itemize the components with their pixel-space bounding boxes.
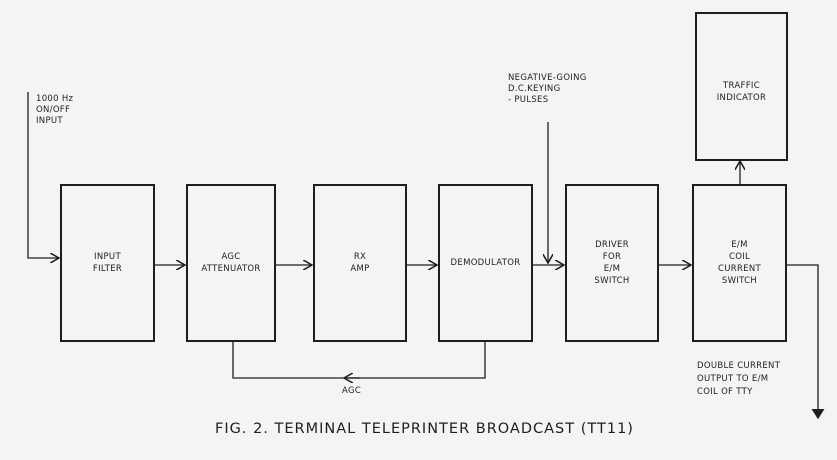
traffic-indicator-block: TRAFFIC INDICATOR xyxy=(695,12,788,161)
keying-label: NEGATIVE-GOING D.C.KEYING - PULSES xyxy=(508,73,587,105)
driver-block: DRIVER FOR E/M SWITCH xyxy=(565,184,659,342)
input-line xyxy=(27,92,59,258)
agc-label: AGC xyxy=(342,386,362,396)
agc-feedback-line xyxy=(232,342,486,379)
coil-current-switch-block: E/M COIL CURRENT SWITCH xyxy=(692,184,787,342)
output-line xyxy=(786,264,825,420)
input-label: 1000 Hz ON/OFF INPUT xyxy=(36,94,74,126)
input-filter-block: INPUT FILTER xyxy=(60,184,155,342)
rx-amp-block: RX AMP xyxy=(313,184,407,342)
demodulator-block: DEMODULATOR xyxy=(438,184,533,342)
output-label: DOUBLE CURRENT OUTPUT TO E/M COIL OF TTY xyxy=(697,361,781,397)
agc-attenuator-block: AGC ATTENUATOR xyxy=(186,184,276,342)
figure-caption: FIG. 2. TERMINAL TELEPRINTER BROADCAST (… xyxy=(215,421,634,437)
